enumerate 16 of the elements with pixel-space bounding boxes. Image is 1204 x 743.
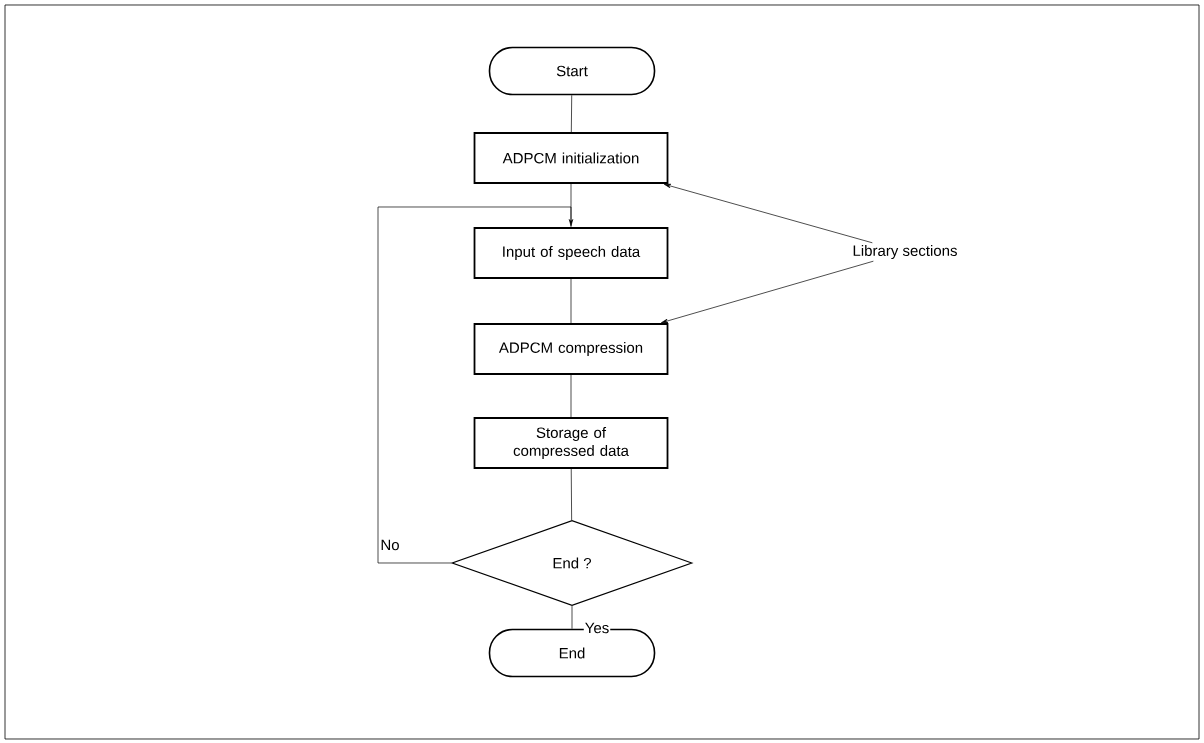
connector-line — [570, 278, 572, 324]
process-box: ADPCM initialization — [473, 132, 669, 184]
callout-text: Library sections — [850, 243, 960, 261]
connector-line — [570, 183, 572, 228]
process-box: Storage of compressed data — [473, 417, 669, 469]
leader-line — [663, 183, 873, 244]
edge-label: Yes — [583, 621, 611, 635]
connector-line — [570, 374, 572, 418]
process-box: ADPCM compression — [473, 323, 669, 375]
connector-line — [570, 468, 572, 521]
connector-line — [571, 605, 573, 630]
edge-label: No — [379, 538, 401, 552]
leader-line — [661, 260, 874, 324]
connector-line — [570, 94, 573, 133]
loop-arrow — [377, 206, 574, 564]
process-box: Input of speech data — [473, 227, 669, 279]
